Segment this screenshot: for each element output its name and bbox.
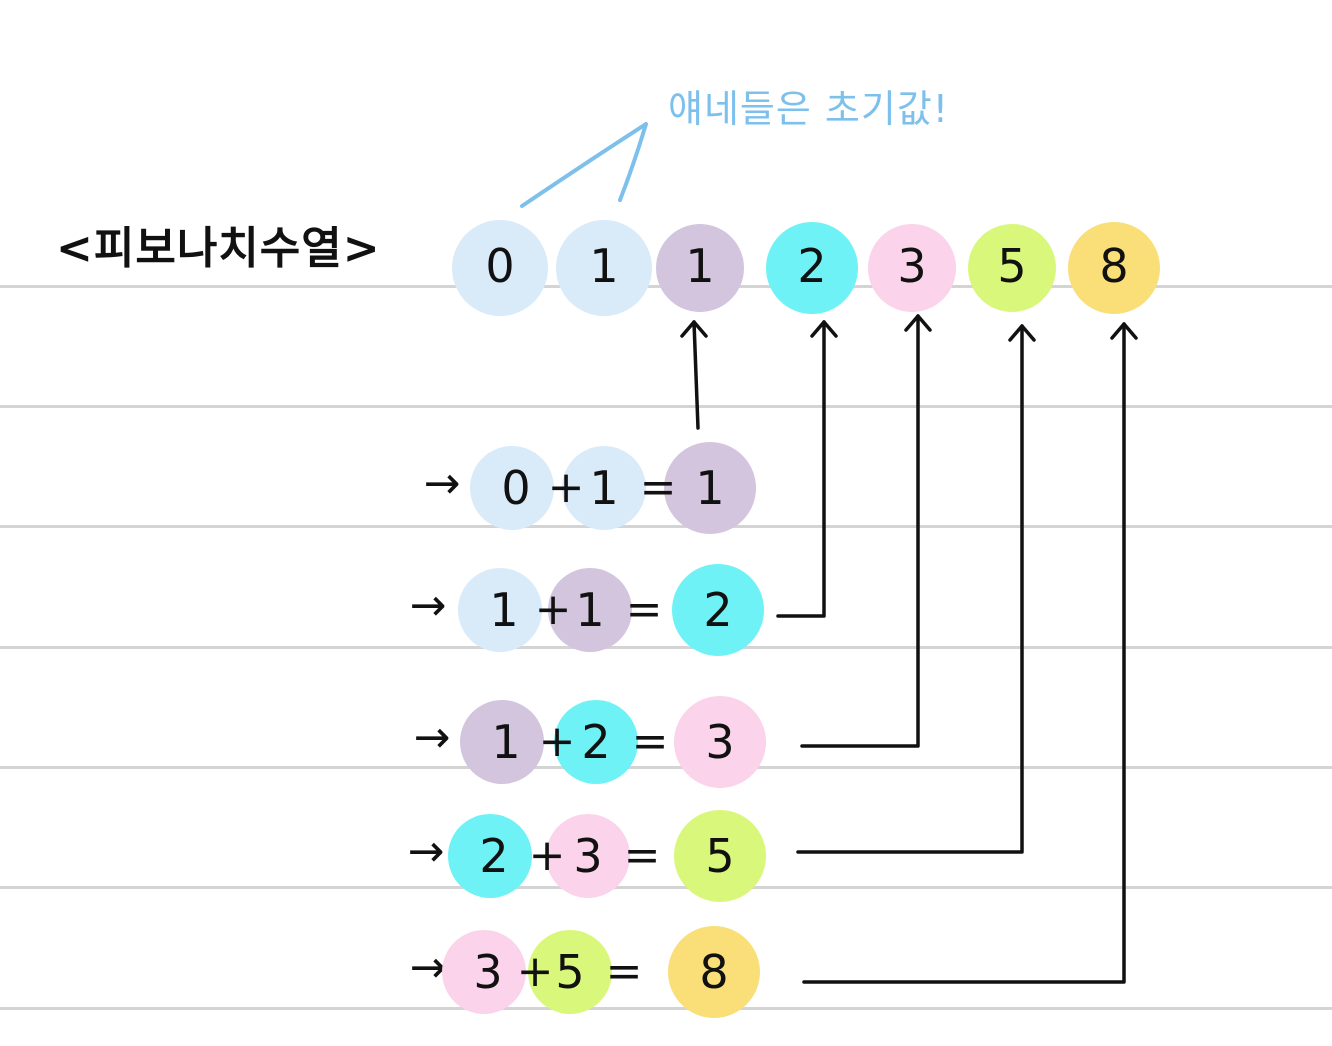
row-arrow-2: → xyxy=(413,712,451,763)
equation-1-result: 2 xyxy=(703,583,733,637)
ruled-line xyxy=(0,405,1332,408)
sequence-value-2: 1 xyxy=(685,239,715,293)
equation-1-b-circle xyxy=(548,568,632,652)
equation-3-result-circle xyxy=(674,810,766,902)
row-arrow-0: → xyxy=(423,458,461,509)
equation-2-a: 1 xyxy=(491,715,521,769)
equation-3-a: 2 xyxy=(479,829,509,883)
equation-3-equals: = xyxy=(623,830,661,881)
equation-3-plus: + xyxy=(528,830,566,881)
equation-0-b-circle xyxy=(562,446,646,530)
equation-3-result: 5 xyxy=(705,829,735,883)
sequence-value-5: 5 xyxy=(997,239,1027,293)
equation-2-equals: = xyxy=(631,716,669,767)
equation-4-result: 8 xyxy=(699,945,729,999)
equation-4-a: 3 xyxy=(473,945,503,999)
connector-5-arrowhead xyxy=(1008,324,1036,342)
sequence-value-6: 8 xyxy=(1099,239,1129,293)
sequence-value-3: 2 xyxy=(797,239,827,293)
connector-5 xyxy=(796,324,1024,854)
initial-values-note: 얘네들은 초기값! xyxy=(668,87,950,131)
row-arrow-4: → xyxy=(409,942,447,993)
ruled-line xyxy=(0,766,1332,769)
sequence-value-1: 1 xyxy=(589,239,619,293)
equation-2-result: 3 xyxy=(705,715,735,769)
equation-1-equals: = xyxy=(625,584,663,635)
sequence-value-4: 3 xyxy=(897,239,927,293)
equation-0-plus: + xyxy=(547,462,585,513)
equation-2-plus: + xyxy=(538,716,576,767)
equation-0-equals: = xyxy=(639,462,677,513)
sequence-circle-5 xyxy=(968,224,1056,312)
equation-4-equals: = xyxy=(605,946,643,997)
sequence-circle-4 xyxy=(868,224,956,312)
ruled-line xyxy=(0,525,1332,528)
sequence-value-0: 0 xyxy=(485,239,515,293)
connector-1-arrowhead xyxy=(680,320,708,338)
connector-8-arrowhead xyxy=(1110,322,1138,340)
sequence-circle-0 xyxy=(452,220,548,316)
equation-2-result-circle xyxy=(674,696,766,788)
row-arrow-3: → xyxy=(407,826,445,877)
equation-1-b: 1 xyxy=(575,583,605,637)
row-arrow-1: → xyxy=(409,580,447,631)
connector-2 xyxy=(776,320,826,618)
equation-3-b: 3 xyxy=(573,829,603,883)
connector-8 xyxy=(802,322,1126,984)
equation-4-result-circle xyxy=(668,926,760,1018)
sequence-circle-2 xyxy=(656,224,744,312)
note-pointer-line xyxy=(520,122,648,208)
ruled-line xyxy=(0,1007,1332,1010)
equation-4-b-circle xyxy=(528,930,612,1014)
equation-0-a-circle xyxy=(470,446,554,530)
equation-2-a-circle xyxy=(460,700,544,784)
connector-2-arrowhead xyxy=(810,320,838,338)
equation-1-a: 1 xyxy=(489,583,519,637)
connector-1 xyxy=(692,320,700,430)
sequence-circle-6 xyxy=(1068,222,1160,314)
equation-4-a-circle xyxy=(442,930,526,1014)
ruled-line xyxy=(0,646,1332,649)
connector-3-arrowhead xyxy=(904,314,932,332)
equation-4-plus: + xyxy=(516,946,554,997)
equation-2-b: 2 xyxy=(581,715,611,769)
sequence-circle-3 xyxy=(766,222,858,314)
ruled-line xyxy=(0,886,1332,889)
equation-3-b-circle xyxy=(546,814,630,898)
equation-0-a: 0 xyxy=(501,461,531,515)
connector-3 xyxy=(800,314,920,748)
equation-4-b: 5 xyxy=(555,945,585,999)
equation-3-a-circle xyxy=(448,814,532,898)
equation-1-plus: + xyxy=(534,584,572,635)
equation-0-result-circle xyxy=(664,442,756,534)
sequence-circle-1 xyxy=(556,220,652,316)
equation-0-b: 1 xyxy=(589,461,619,515)
diagram-title: <피보나치수열> xyxy=(56,223,381,274)
equation-2-b-circle xyxy=(554,700,638,784)
equation-0-result: 1 xyxy=(695,461,725,515)
equation-1-result-circle xyxy=(672,564,764,656)
equation-1-a-circle xyxy=(458,568,542,652)
